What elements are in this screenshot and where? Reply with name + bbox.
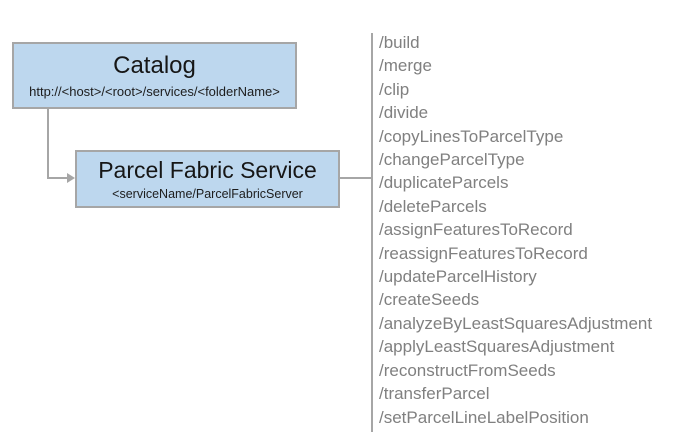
operation-item[interactable]: /analyzeByLeastSquaresAdjustment <box>379 313 653 333</box>
node-catalog[interactable]: Catalog http://<host>/<root>/services/<f… <box>12 42 297 109</box>
operation-item[interactable]: /updateParcelHistory <box>379 267 537 287</box>
operation-item[interactable]: /applyLeastSquaresAdjustment <box>379 337 615 357</box>
connector-catalog-vertical <box>47 109 49 179</box>
node-catalog-url: http://<host>/<root>/services/<folderNam… <box>29 84 280 99</box>
node-parcel-fabric-service[interactable]: Parcel Fabric Service <serviceName/Parce… <box>75 150 340 208</box>
operation-item[interactable]: /merge <box>379 56 432 76</box>
operation-item[interactable]: /duplicateParcels <box>379 173 509 193</box>
operation-item[interactable]: /reconstructFromSeeds <box>379 360 556 380</box>
node-catalog-title: Catalog <box>113 52 196 79</box>
node-parcel-fabric-service-path: <serviceName/ParcelFabricServer <box>112 186 303 201</box>
operation-item[interactable]: /transferParcel <box>379 384 490 404</box>
operation-item[interactable]: /createSeeds <box>379 290 480 310</box>
node-parcel-fabric-service-title: Parcel Fabric Service <box>98 156 317 183</box>
operation-item[interactable]: /reassignFeaturesToRecord <box>379 243 588 263</box>
operation-item[interactable]: /setParcelLineLabelPosition <box>379 407 589 427</box>
operations-list: /build/merge/clip/divide/copyLinesToParc… <box>379 31 684 429</box>
arrow-head-icon <box>67 173 75 183</box>
connector-operations-horizontal <box>340 177 373 179</box>
operation-item[interactable]: /divide <box>379 103 429 123</box>
operation-item[interactable]: /build <box>379 33 420 52</box>
operation-item[interactable]: /deleteParcels <box>379 196 487 216</box>
operation-item[interactable]: /assignFeaturesToRecord <box>379 220 573 240</box>
operation-item[interactable]: /copyLinesToParcelType <box>379 126 564 146</box>
operation-item[interactable]: /clip <box>379 79 410 99</box>
operation-item[interactable]: /changeParcelType <box>379 150 525 170</box>
connector-catalog-horizontal <box>47 177 69 179</box>
operations-divider <box>371 33 373 432</box>
